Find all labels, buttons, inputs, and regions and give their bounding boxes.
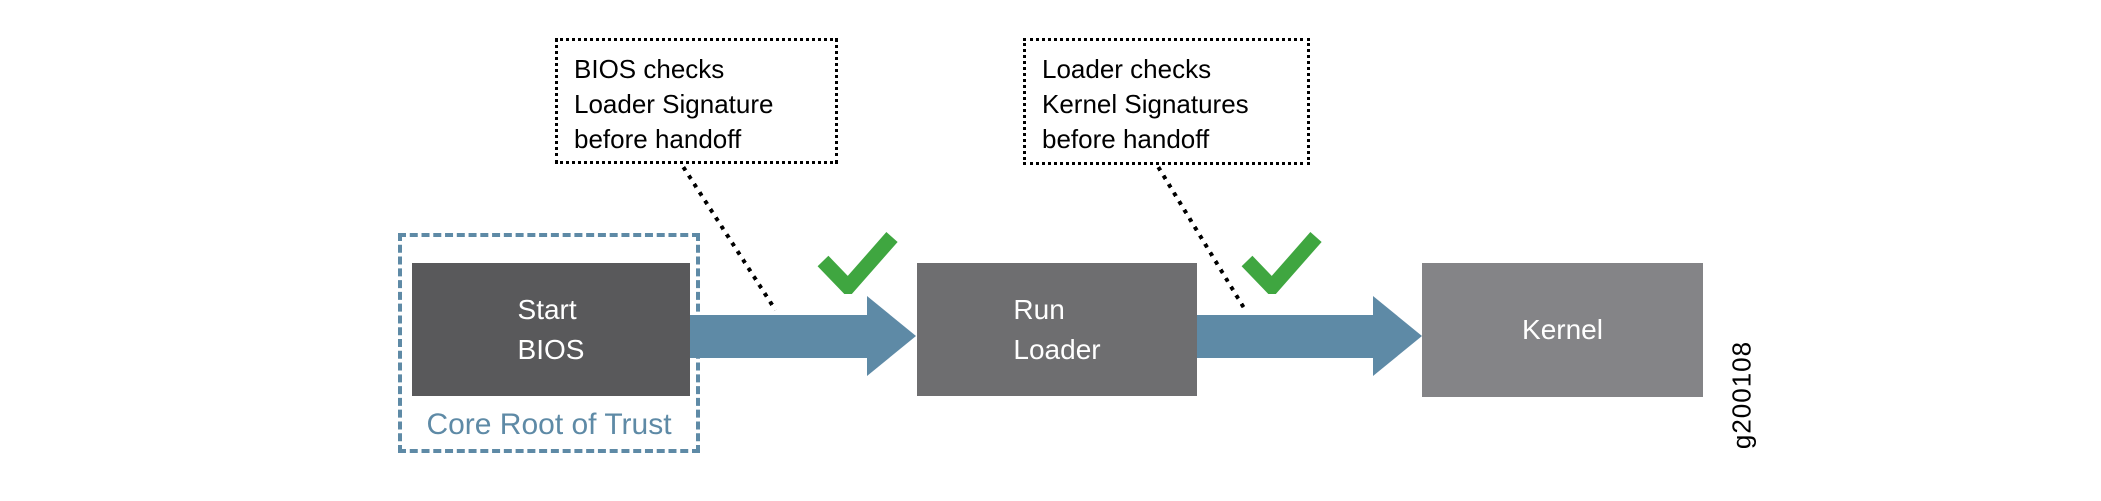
node-run-loader-label: Run Loader bbox=[1013, 293, 1101, 365]
checkmark-icon bbox=[817, 232, 898, 294]
annotation-line: Loader Signature bbox=[574, 89, 774, 119]
arrow-bios-to-loader-head bbox=[867, 296, 916, 376]
annotation-line: before handoff bbox=[1042, 124, 1210, 154]
annotation-line: Loader checks bbox=[1042, 54, 1212, 84]
annotation-bios-checks-loader: BIOS checks Loader Signature before hand… bbox=[555, 38, 838, 164]
figure-id-label: g200108 bbox=[1726, 340, 1757, 450]
arrow-loader-to-kernel-head bbox=[1373, 296, 1422, 376]
checkmark-stroke bbox=[817, 232, 898, 294]
core-root-of-trust-label: Core Root of Trust bbox=[426, 408, 672, 441]
node-kernel: Kernel bbox=[1422, 263, 1703, 397]
node-start-bios: Start BIOS bbox=[412, 263, 690, 396]
annotation-loader-checks-kernel: Loader checks Kernel Signatures before h… bbox=[1023, 38, 1310, 165]
annotation-line: BIOS checks bbox=[574, 54, 725, 84]
annotation-line: Kernel Signatures bbox=[1042, 89, 1249, 119]
node-run-loader: Run Loader bbox=[917, 263, 1197, 396]
node-kernel-label: Kernel bbox=[1522, 314, 1603, 345]
arrow-loader-to-kernel bbox=[1197, 315, 1374, 358]
checkmark-stroke bbox=[1241, 232, 1322, 294]
annotation-line: before handoff bbox=[574, 124, 742, 154]
node-start-bios-label: Start BIOS bbox=[517, 293, 585, 365]
checkmark-icon bbox=[1241, 232, 1322, 294]
arrow-bios-to-loader bbox=[690, 315, 868, 358]
